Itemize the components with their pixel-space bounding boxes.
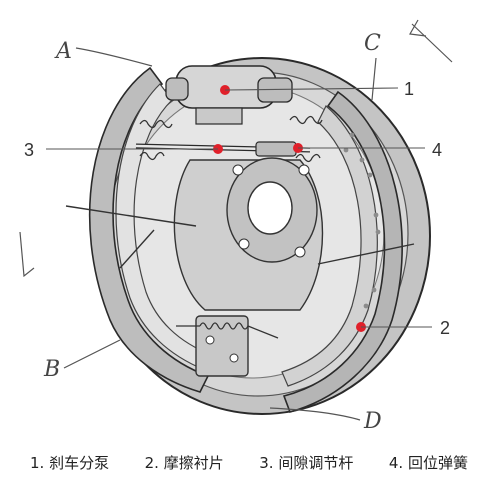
hand-strokes xyxy=(19,19,453,421)
callout-1: 1 xyxy=(404,79,414,99)
callout-4: 4 xyxy=(432,140,442,160)
lower-return-spring xyxy=(176,322,279,339)
adjuster-lever xyxy=(135,141,311,157)
hand-letter-b: B xyxy=(43,357,60,382)
caption-item-1: 1. 刹车分泵 xyxy=(30,454,110,472)
hub-assembly xyxy=(173,157,324,311)
callout-2: 2 xyxy=(440,318,450,338)
caption-item-2: 2. 摩擦衬片 xyxy=(144,454,224,472)
retaining-clips xyxy=(65,205,415,269)
upper-return-springs xyxy=(139,115,323,163)
caption-item-3: 3. 间隙调节杆 xyxy=(259,454,354,472)
brake-shoe-right xyxy=(281,90,403,413)
caption-legend: 1. 刹车分泵 2. 摩擦衬片 3. 间隙调节杆 4. 回位弹簧 xyxy=(0,452,490,476)
hand-letter-c: C xyxy=(364,31,381,56)
hand-letter-a: A xyxy=(54,39,72,64)
anchor-block xyxy=(195,315,249,377)
caption-item-4: 4. 回位弹簧 xyxy=(388,454,468,472)
hand-letter-d: D xyxy=(363,409,382,434)
leader-lines xyxy=(46,87,432,328)
callout-3: 3 xyxy=(24,140,34,160)
